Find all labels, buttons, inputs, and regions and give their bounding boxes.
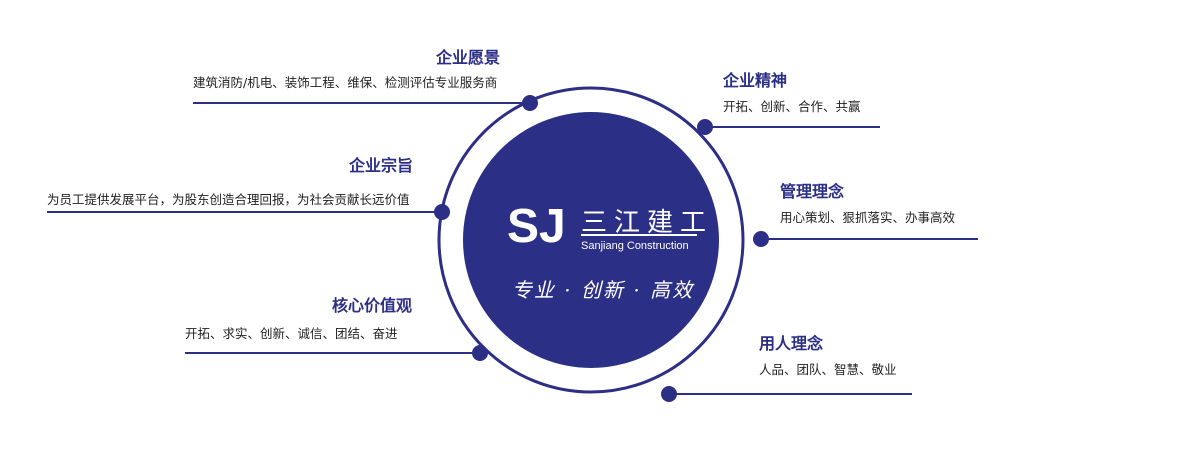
brand-divider xyxy=(581,234,697,236)
vision-text: 建筑消防/机电、装饰工程、维保、检测评估专业服务商 xyxy=(193,75,498,90)
talent-text: 人品、团队、智慧、敬业 xyxy=(759,362,897,377)
brand-english-name: Sanjiang Construction xyxy=(581,240,689,252)
management-title: 管理理念 xyxy=(780,182,845,201)
spirit-text: 开拓、创新、合作、共赢 xyxy=(723,99,861,114)
values-title: 核心价值观 xyxy=(332,296,413,315)
slogan: 专业 · 创新 · 高效 xyxy=(511,278,695,302)
vision-node xyxy=(522,95,538,111)
management-text: 用心策划、狠抓落实、办事高效 xyxy=(780,210,956,225)
brand-name: 三江建工 xyxy=(581,208,714,238)
center-logo-circle: SJ 三江建工 Sanjiang Construction 专业 · 创新 · … xyxy=(463,112,719,368)
spirit-title: 企业精神 xyxy=(723,71,788,90)
talent-node xyxy=(661,386,677,402)
purpose-text: 为员工提供发展平台，为股东创造合理回报，为社会贡献长远价值 xyxy=(47,192,410,207)
management-node xyxy=(753,231,769,247)
values-node xyxy=(472,345,488,361)
vision-title: 企业愿景 xyxy=(436,48,501,67)
svg-text:SJ: SJ xyxy=(507,202,566,248)
sj-logo-icon: SJ xyxy=(507,202,566,248)
purpose-title: 企业宗旨 xyxy=(349,156,414,175)
values-text: 开拓、求实、创新、诚信、团结、奋进 xyxy=(185,326,398,341)
outer-ring xyxy=(437,86,745,394)
talent-title: 用人理念 xyxy=(759,334,824,353)
purpose-node xyxy=(434,204,450,220)
spirit-node xyxy=(697,119,713,135)
